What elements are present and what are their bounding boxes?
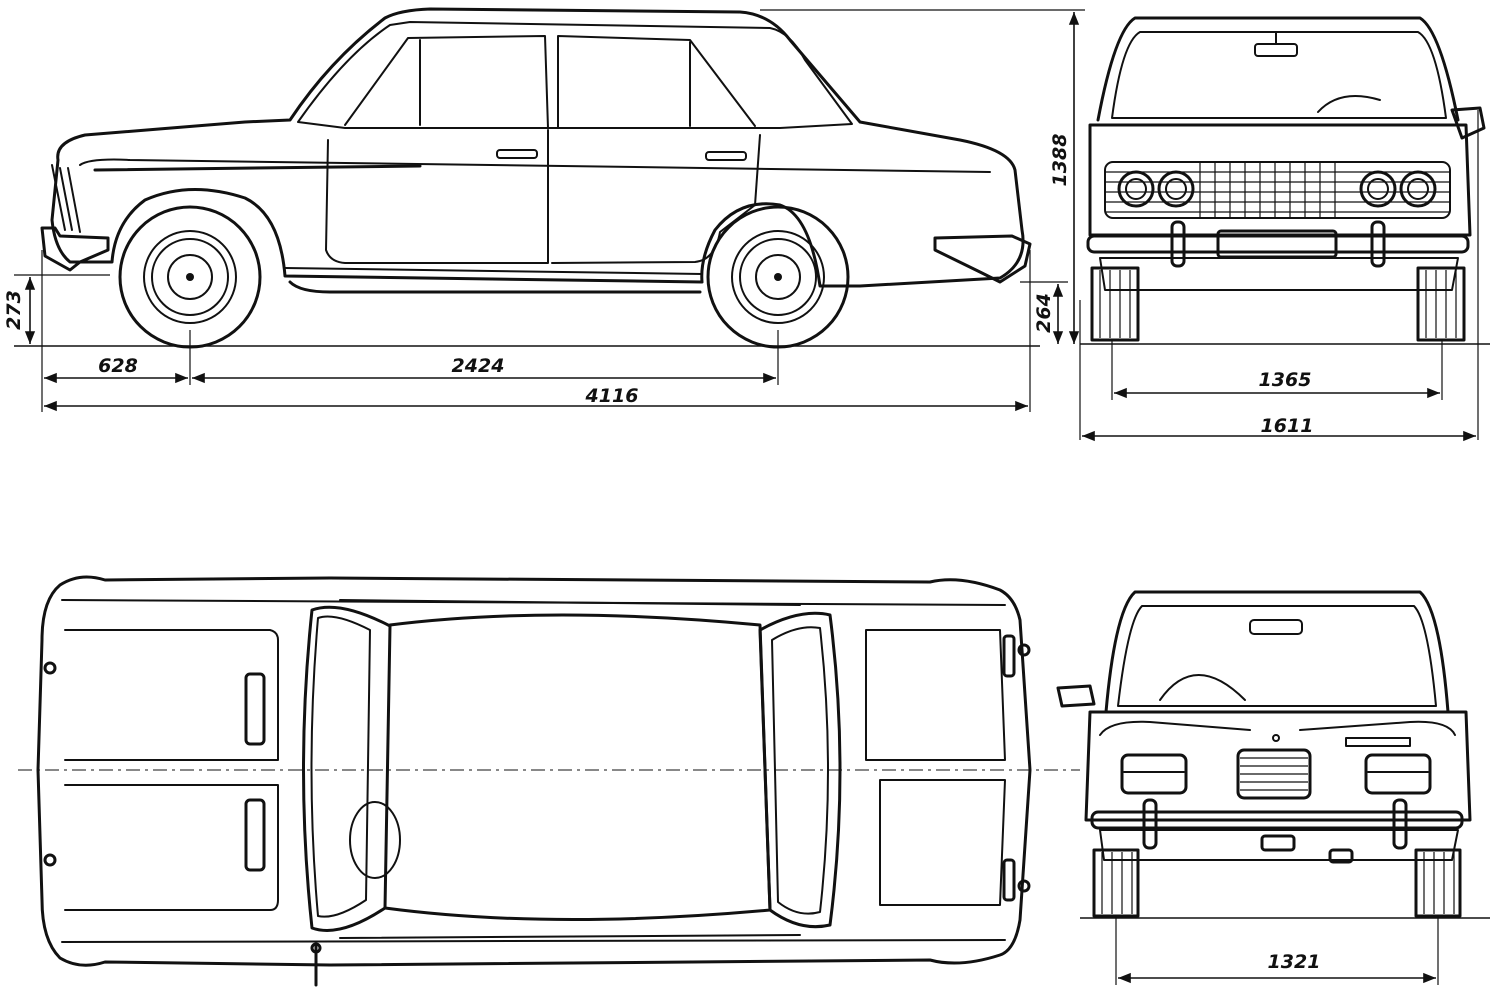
side-view: 628 2424 4116 273 264 1388 bbox=[3, 7, 1085, 412]
dim-ground-clearance-rear: 264 bbox=[1033, 293, 1055, 333]
dim-front-overhang: 628 bbox=[98, 355, 138, 377]
dim-ground-clearance-front: 273 bbox=[3, 290, 25, 330]
dim-wheelbase: 2424 bbox=[452, 355, 505, 377]
dim-overall-width: 1611 bbox=[1261, 415, 1314, 437]
dim-rear-track: 1321 bbox=[1268, 951, 1321, 973]
dim-front-track: 1365 bbox=[1259, 369, 1312, 391]
top-view bbox=[18, 575, 1080, 987]
rear-view: 1321 bbox=[1056, 590, 1490, 985]
front-view: 1365 1611 bbox=[1079, 16, 1490, 442]
dim-overall-height: 1388 bbox=[1049, 134, 1071, 187]
side-front-wheel bbox=[118, 205, 262, 349]
dim-overall-length: 4116 bbox=[585, 385, 639, 407]
side-rear-wheel bbox=[706, 205, 850, 349]
